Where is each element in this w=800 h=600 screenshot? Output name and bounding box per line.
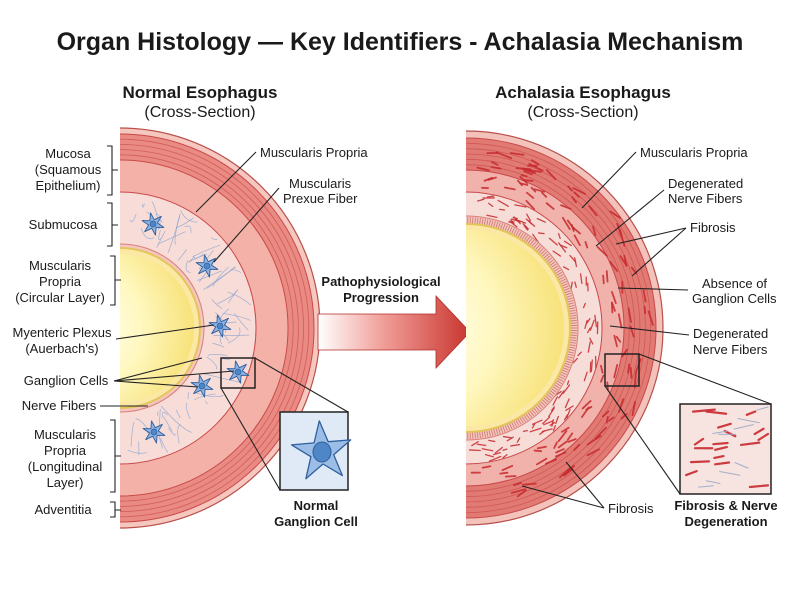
svg-text:(Auerbach's): (Auerbach's) <box>25 341 98 356</box>
svg-text:Myenteric Plexus: Myenteric Plexus <box>13 325 112 340</box>
normal-heading: Normal Esophagus <box>123 83 278 102</box>
svg-text:Nerve Fibers: Nerve Fibers <box>693 342 768 357</box>
svg-text:Muscularis: Muscularis <box>289 176 352 191</box>
svg-text:Mucosa: Mucosa <box>45 146 91 161</box>
achalasia-heading: Achalasia Esophagus <box>495 83 671 102</box>
normal-subheading: (Cross-Section) <box>144 104 255 121</box>
svg-text:Prexue Fiber: Prexue Fiber <box>283 191 358 206</box>
svg-text:Propria: Propria <box>44 443 87 458</box>
svg-text:Propria: Propria <box>39 274 82 289</box>
achalasia-subheading: (Cross-Section) <box>527 104 638 121</box>
ach-lumen <box>466 230 564 426</box>
fibrosis-inset-caption-2: Degeneration <box>684 514 767 529</box>
arrow-label-2: Progression <box>343 290 419 305</box>
arrow-label-1: Pathophysiological <box>321 274 440 289</box>
normal-inset-caption-2: Ganglion Cell <box>274 514 358 529</box>
svg-text:(Squamous: (Squamous <box>35 162 102 177</box>
svg-text:Submucosa: Submucosa <box>29 217 98 232</box>
normal-left-labels: Mucosa (Squamous Epithelium) Submucosa M… <box>13 145 235 518</box>
svg-text:Nerve Fibers: Nerve Fibers <box>668 191 743 206</box>
progression-arrow <box>317 294 471 370</box>
normal-right-labels: Muscularis Propria Muscularis Prexue Fib… <box>195 145 368 263</box>
svg-text:Ganglion Cells: Ganglion Cells <box>692 291 777 306</box>
svg-text:Muscularis: Muscularis <box>29 258 92 273</box>
page-title: Organ Histology — Key Identifiers - Acha… <box>57 28 744 56</box>
svg-text:(Longitudinal: (Longitudinal <box>28 459 103 474</box>
svg-text:Nerve Fibers: Nerve Fibers <box>22 398 97 413</box>
achalasia-zoom-box <box>604 353 640 387</box>
svg-text:Ganglion Cells: Ganglion Cells <box>24 373 109 388</box>
svg-text:Absence of: Absence of <box>702 276 767 291</box>
normal-inset-caption-1: Normal <box>294 498 339 513</box>
normal-cross-section <box>120 127 320 529</box>
svg-text:Fibrosis: Fibrosis <box>690 220 736 235</box>
achalasia-cross-section <box>466 130 664 526</box>
achalasia-labels: Muscularis Propria Degenerated Nerve Fib… <box>521 145 777 516</box>
fibrosis-inset-caption-1: Fibrosis & Nerve <box>674 498 777 513</box>
svg-text:Muscularis Propria: Muscularis Propria <box>640 145 748 160</box>
svg-text:Fibrosis: Fibrosis <box>608 501 654 516</box>
svg-text:Degenerated: Degenerated <box>668 176 743 191</box>
svg-text:Epithelium): Epithelium) <box>35 178 100 193</box>
svg-text:Layer): Layer) <box>47 475 84 490</box>
svg-text:Muscularis: Muscularis <box>34 427 97 442</box>
svg-text:Muscularis Propria: Muscularis Propria <box>260 145 368 160</box>
normal-zoom-box <box>220 357 256 389</box>
normal-ganglion-inset <box>279 411 352 491</box>
svg-text:Adventitia: Adventitia <box>34 502 92 517</box>
svg-text:Degenerated: Degenerated <box>693 326 768 341</box>
svg-text:(Circular Layer): (Circular Layer) <box>15 290 105 305</box>
fibrosis-inset <box>679 403 772 495</box>
